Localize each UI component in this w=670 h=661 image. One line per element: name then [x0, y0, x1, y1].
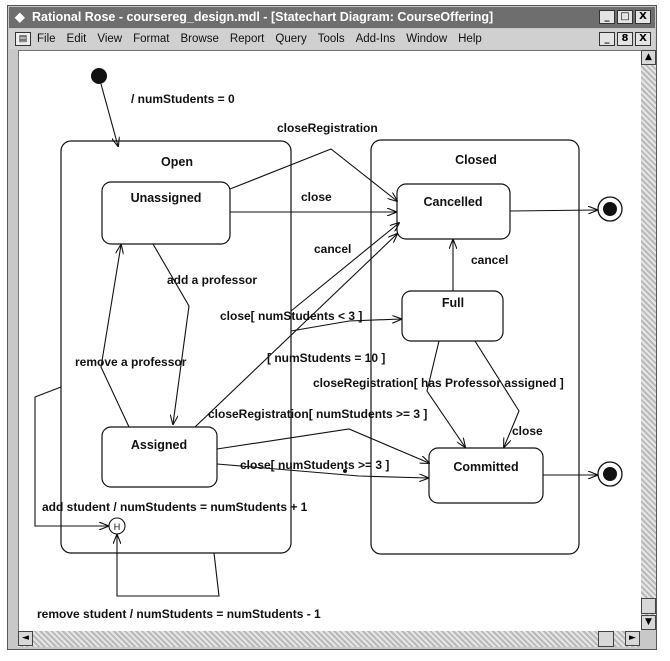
unassigned-state-name: Unassigned	[131, 191, 202, 205]
scroll-corner	[641, 631, 656, 647]
transition-label-cancel: cancel	[314, 242, 351, 256]
mdi-controls: _ 8 X	[599, 32, 651, 46]
mdi-close-button[interactable]: X	[635, 32, 651, 46]
committed-state-name: Committed	[453, 460, 518, 474]
document-icon[interactable]: ▤	[15, 31, 31, 46]
window-controls: _ □ X	[599, 10, 651, 24]
transition-label-add-professor: add a professor	[167, 273, 257, 287]
vertical-scroll-thumb[interactable]	[641, 598, 656, 614]
closed-composite-state[interactable]	[370, 139, 580, 555]
transition-label-close-ge3: close[ numStudents >= 3 ]	[240, 458, 389, 472]
menu-view[interactable]: View	[97, 33, 123, 45]
statechart-diagram: H Open Closed Unassigned Assigned C	[34, 68, 623, 621]
cancelled-state-name: Cancelled	[423, 195, 482, 209]
menu-help[interactable]: Help	[458, 33, 482, 45]
assigned-state-name: Assigned	[131, 438, 187, 452]
open-state-name: Open	[161, 155, 193, 169]
transition-label-num-students-10: [ numStudents = 10 ]	[267, 351, 385, 365]
application-window: ◆ Rational Rose - coursereg_design.mdl - …	[7, 5, 657, 650]
menu-window[interactable]: Window	[406, 33, 448, 45]
rose-app-icon: ◆	[15, 10, 25, 24]
transition-label-close-full: close	[512, 424, 543, 438]
transition-label-close-registration: closeRegistration	[277, 121, 378, 135]
transition-label-close-reg-ge3: closeRegistration[ numStudents >= 3 ]	[208, 407, 427, 421]
scroll-up-button[interactable]: ▲	[641, 50, 656, 65]
close-button[interactable]: X	[635, 10, 651, 24]
menu-edit[interactable]: Edit	[66, 33, 87, 45]
menu-format[interactable]: Format	[133, 33, 170, 45]
menu-file[interactable]: File	[37, 33, 56, 45]
menu-query[interactable]: Query	[275, 33, 307, 45]
state-unassigned[interactable]	[101, 181, 231, 245]
mdi-restore-button[interactable]: 8	[617, 32, 633, 46]
transition-label-close-lt3: close[ numStudents < 3 ]	[220, 309, 362, 323]
mdi-minimize-button[interactable]: _	[599, 32, 615, 46]
horizontal-scroll-thumb[interactable]	[598, 631, 614, 647]
scroll-down-button[interactable]: ▼	[641, 615, 656, 630]
closed-state-name: Closed	[455, 153, 497, 167]
menu-bar: ▤ File Edit View Format Browse Report Query Tool…	[9, 29, 655, 49]
horizontal-scrollbar[interactable]: ◄ ►	[18, 631, 640, 647]
final-state-bottom[interactable]	[597, 461, 623, 487]
window-title: Rational Rose - coursereg_design.mdl - […	[32, 10, 494, 24]
title-bar[interactable]: ◆ Rational Rose - coursereg_design.mdl - …	[9, 7, 655, 28]
state-committed[interactable]	[428, 447, 544, 504]
history-label: H	[114, 522, 121, 532]
state-cancelled[interactable]	[396, 183, 511, 240]
transition-label-initial: / numStudents = 0	[131, 92, 235, 106]
minimize-button[interactable]: _	[599, 10, 615, 24]
diagram-canvas[interactable]: H Open Closed Unassigned Assigned C	[18, 50, 641, 631]
state-assigned[interactable]	[101, 426, 218, 488]
initial-state[interactable]	[91, 68, 107, 84]
transition-label-close-reg-has-prof: closeRegistration[ has Professor assigne…	[313, 376, 564, 390]
scroll-left-button[interactable]: ◄	[18, 631, 33, 646]
transition-label-remove-student: remove student / numStudents = numStuden…	[37, 607, 321, 621]
vertical-scrollbar[interactable]: ▲ ▼	[641, 50, 656, 630]
maximize-button[interactable]: □	[617, 10, 633, 24]
scroll-right-button[interactable]: ►	[625, 631, 640, 646]
transition-label-cancel-full: cancel	[471, 253, 508, 267]
menu-browse[interactable]: Browse	[180, 33, 219, 45]
menu-report[interactable]: Report	[229, 33, 265, 45]
transition-label-remove-professor: remove a professor	[75, 355, 187, 369]
menu-add-ins[interactable]: Add-Ins	[355, 33, 396, 45]
transition-label-add-student: add student / numStudents = numStudents …	[42, 500, 308, 514]
menu-tools[interactable]: Tools	[317, 33, 345, 45]
open-composite-state[interactable]	[60, 140, 292, 554]
transition-label-close: close	[301, 190, 332, 204]
full-state-name: Full	[442, 296, 464, 310]
